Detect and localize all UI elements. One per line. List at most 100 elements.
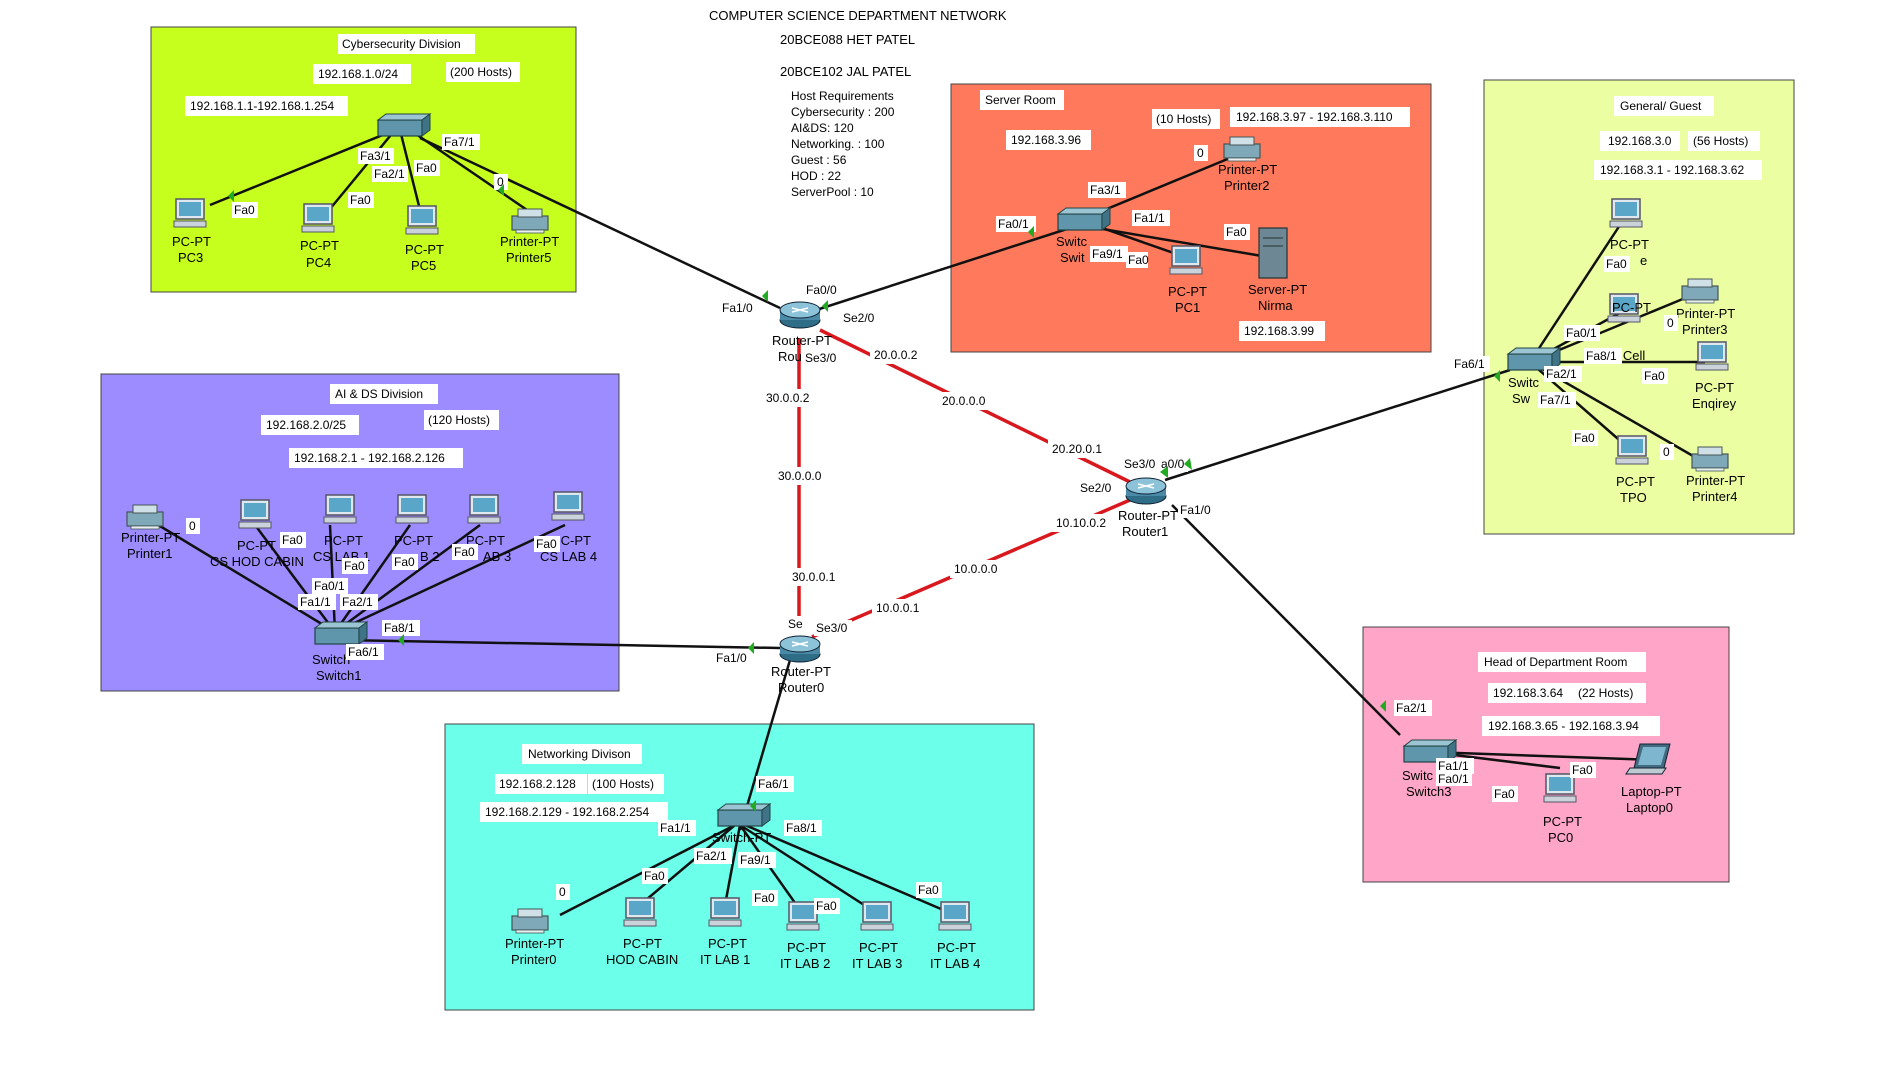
tpo-name: TPO	[1620, 490, 1647, 505]
printer3-type: Printer-PT	[1676, 306, 1735, 321]
printer4-name: Printer4	[1692, 489, 1738, 504]
aids-hosts: (120 Hosts)	[428, 413, 490, 427]
port-label: Fa0	[454, 545, 475, 559]
net-hosts: (100 Hosts)	[592, 777, 654, 791]
guest-pc-icon[interactable]	[1609, 198, 1643, 228]
aids-net: 192.168.2.0/25	[266, 418, 346, 432]
it-lab2-type: PC-PT	[787, 940, 826, 955]
router-top-icon[interactable]	[779, 301, 821, 329]
pc0-icon[interactable]	[1543, 773, 1577, 803]
port-label: Fa3/1	[1090, 183, 1121, 197]
link-top-cyber[interactable]	[419, 136, 781, 310]
server-switch-name: Swit	[1060, 250, 1085, 265]
port-label: Se3/0	[816, 621, 848, 635]
host-req-serverpool: ServerPool : 10	[791, 185, 874, 199]
port-label: Se	[788, 617, 803, 631]
link-router0-net[interactable]	[738, 659, 792, 831]
port-labels: Fa7/1 Fa3/1 Fa2/1 Fa0 Fa0 Fa0 0 Fa1/0 Fa…	[186, 134, 1678, 914]
port-label: 0	[1667, 316, 1674, 330]
host-requirements-title: Host Requirements	[791, 89, 894, 103]
port-label: Fa0	[234, 203, 255, 217]
cs-hod-cabin-name: CS HOD CABIN	[210, 554, 304, 569]
cs-lab3-icon[interactable]	[467, 494, 501, 524]
port-label: Fa3/1	[360, 149, 391, 163]
pc5-icon[interactable]	[405, 205, 439, 235]
port-label: Fa1/0	[1180, 503, 1211, 517]
it-lab1-name: IT LAB 1	[700, 952, 750, 967]
link-c2: 10.0.0.0	[954, 562, 998, 576]
pc1-icon[interactable]	[1169, 245, 1203, 275]
hod-range: 192.168.3.65 - 192.168.3.94	[1488, 719, 1639, 733]
cs-lab1-icon[interactable]	[323, 494, 357, 524]
pc4-name: PC4	[306, 255, 331, 270]
pc3-name: PC3	[178, 250, 203, 265]
port-label: Fa0	[918, 883, 939, 897]
tpo-pc-icon[interactable]	[1615, 435, 1649, 465]
port-label: Fa0	[1574, 431, 1595, 445]
link-b1: 30.0.0.2	[766, 391, 810, 405]
author-1: 20BCE088 HET PATEL	[780, 32, 915, 47]
zone-general-guest	[1483, 79, 1795, 535]
server-range: 192.168.3.97 - 192.168.3.110	[1236, 110, 1393, 124]
link-router1-guest[interactable]	[1164, 368, 1511, 482]
port-label: Se3/0	[1124, 457, 1156, 471]
port-label: Fa1/0	[716, 651, 747, 665]
cs-hod-cabin-icon[interactable]	[238, 499, 272, 529]
port-label: Fa6/1	[758, 777, 789, 791]
printer3-name: Printer3	[1682, 322, 1728, 337]
port-label: Fa0	[282, 533, 303, 547]
pc3-icon[interactable]	[173, 198, 207, 228]
port-label: Fa1/1	[1438, 759, 1469, 773]
port-label: Fa2/1	[374, 167, 405, 181]
link-a3: 20.20.0.1	[1052, 442, 1102, 456]
enqiry-pc-icon[interactable]	[1695, 341, 1729, 371]
guest-range: 192.168.3.1 - 192.168.3.62	[1600, 163, 1744, 177]
switch1-icon[interactable]	[314, 621, 368, 645]
server-switch-icon[interactable]	[1057, 207, 1111, 231]
link-router1-hod[interactable]	[1171, 504, 1401, 736]
port-label: Fa7/1	[444, 135, 475, 149]
printer0-type: Printer-PT	[505, 936, 564, 951]
printer1-type: Printer-PT	[121, 530, 180, 545]
pc0-name: PC0	[1548, 830, 1573, 845]
link-router0-aids[interactable]	[339, 638, 781, 650]
net-switch-icon[interactable]	[717, 803, 771, 827]
hod-net: 192.168.3.64	[1493, 686, 1563, 700]
aids-title: AI & DS Division	[335, 387, 423, 401]
cyber-switch-icon[interactable]	[377, 113, 431, 137]
it-lab1-icon[interactable]	[708, 897, 742, 927]
router-top-name: Rou	[778, 349, 802, 364]
port-label: 0	[1197, 146, 1204, 160]
port-label: Fa0	[416, 161, 437, 175]
guest-net: 192.168.3.0	[1608, 134, 1672, 148]
switch1-name: Switch1	[316, 668, 362, 683]
port-label: Fa0	[1644, 369, 1665, 383]
host-req-guest: Guest : 56	[791, 153, 847, 167]
laptop0-name: Laptop0	[1626, 800, 1673, 815]
pc3-type: PC-PT	[172, 234, 211, 249]
link-c3: 10.10.0.2	[1056, 516, 1106, 530]
router1-icon[interactable]	[1125, 477, 1167, 505]
port-label: Fa1/1	[300, 595, 331, 609]
cs-lab2-icon[interactable]	[395, 494, 429, 524]
printer2-type: Printer-PT	[1218, 162, 1277, 177]
nirma-type: Server-PT	[1248, 282, 1307, 297]
net-net: 192.168.2.128	[499, 777, 576, 791]
it-lab3-icon[interactable]	[860, 901, 894, 931]
nirma-server-icon[interactable]	[1258, 227, 1288, 279]
cyber-hosts: (200 Hosts)	[450, 65, 512, 79]
router1-type: Router-PT	[1118, 508, 1178, 523]
router0-icon[interactable]	[779, 635, 821, 663]
link-b3: 30.0.0.1	[792, 570, 836, 584]
cs-lab4-icon[interactable]	[551, 491, 585, 521]
printer5-name: Printer5	[506, 250, 552, 265]
port-label: Fa0/1	[998, 217, 1029, 231]
it-lab4-icon[interactable]	[938, 901, 972, 931]
hod-cabin-name: HOD CABIN	[606, 952, 678, 967]
link-top-server[interactable]	[809, 226, 1071, 314]
port-label: Fa0	[816, 899, 837, 913]
host-req-cyber: Cybersecurity : 200	[791, 105, 895, 119]
port-label: Fa9/1	[740, 853, 771, 867]
pc4-icon[interactable]	[301, 203, 335, 233]
hod-cabin-icon[interactable]	[623, 897, 657, 927]
